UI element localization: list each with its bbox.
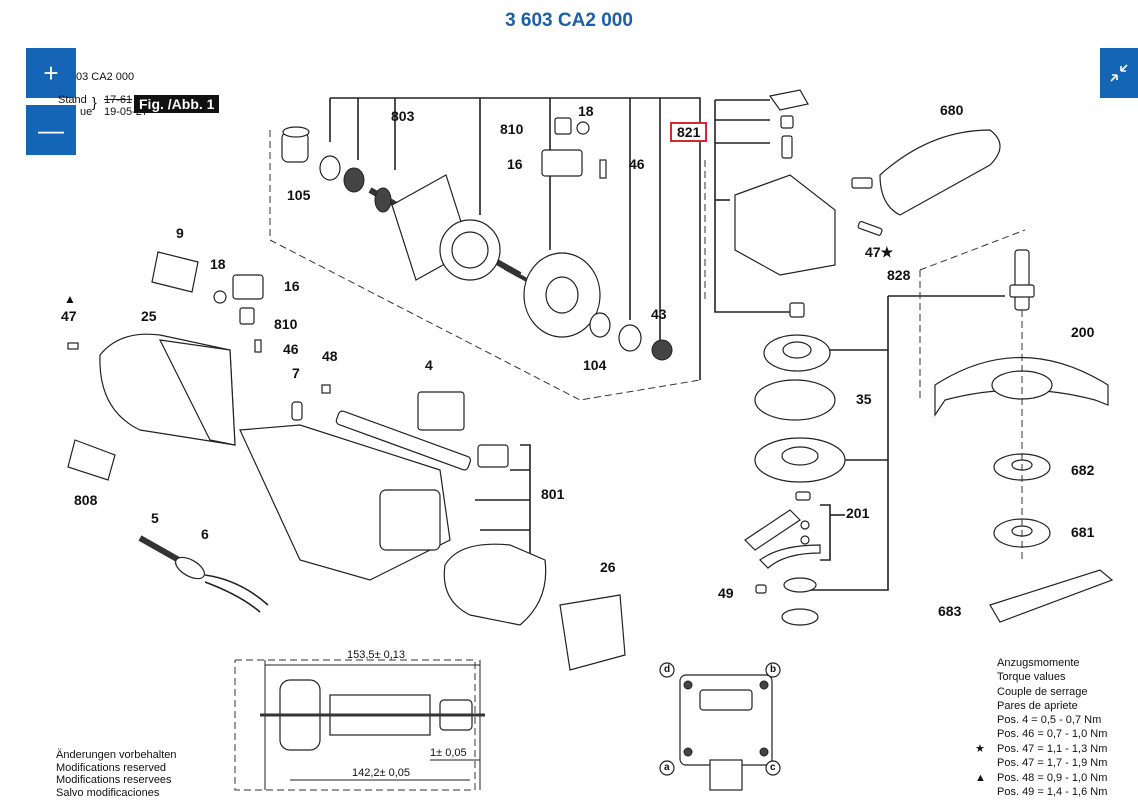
- corner-label-c: c: [770, 762, 776, 773]
- callout-682: 682: [1071, 462, 1095, 478]
- stator: [443, 543, 626, 671]
- callout-49: 49: [718, 585, 734, 601]
- torque-row: Pos. 46 = 0,7 - 1,0 Nm: [975, 727, 1107, 741]
- callout-681: 681: [1071, 524, 1095, 540]
- callout-48: 48: [322, 348, 338, 364]
- auxiliary-handle: [851, 129, 1001, 236]
- modification-notes: Änderungen vorbehalten Modifications res…: [56, 749, 176, 799]
- callout-26: 26: [600, 559, 616, 575]
- note-line: Änderungen vorbehalten: [56, 749, 177, 761]
- callout-201: 201: [846, 505, 870, 521]
- callout-821-highlighted[interactable]: 821: [670, 122, 708, 142]
- callout-6: 6: [201, 526, 209, 542]
- torque-value: Pos. 46 = 0,7 - 1,0 Nm: [997, 728, 1108, 741]
- torque-value: Pos. 47 = 1,1 - 1,3 Nm: [997, 742, 1108, 755]
- callout-104: 104: [583, 357, 607, 373]
- armature-group-lines: [269, 97, 701, 401]
- callout-43: 43: [651, 306, 667, 322]
- torque-heading-line: Couple de serrage: [997, 685, 1088, 698]
- gear-housing-801: [239, 384, 531, 581]
- part-number-small: 03 CA2 000: [76, 71, 135, 83]
- torque-row: Pos. 47 = 1,7 - 1,9 Nm: [975, 756, 1107, 770]
- figure-label: Fig. /Abb. 1: [134, 95, 220, 113]
- corner-label-a: a: [664, 762, 670, 773]
- callout-803: 803: [391, 108, 415, 124]
- torque-row: Pos. 49 = 1,4 - 1,6 Nm: [975, 785, 1107, 799]
- stand-label: Stand: [58, 94, 87, 106]
- callout-810: 810: [500, 121, 524, 137]
- callout-801: 801: [541, 486, 565, 502]
- page-title: 3 603 CA2 000: [505, 10, 633, 31]
- triangle-marker-icon: ▲: [64, 292, 76, 306]
- minus-icon: —: [38, 114, 64, 145]
- callout-5: 5: [151, 510, 159, 526]
- callout-4: 4: [425, 357, 433, 373]
- callout-200: 200: [1071, 324, 1095, 340]
- torque-heading-line: Pares de apriete: [997, 700, 1078, 713]
- torque-row: ★ Pos. 47 = 1,1 - 1,3 Nm: [975, 742, 1107, 756]
- armature-dimension-detail: [234, 659, 485, 791]
- dimension-core-length: 142,2± 0,05: [352, 767, 411, 779]
- star-marker-icon: ★: [975, 742, 985, 755]
- callout-828: 828: [887, 267, 911, 283]
- brush-holder-left: [213, 274, 264, 353]
- note-line: Modifications reserved: [56, 761, 167, 774]
- torque-value: Pos. 4 = 0,5 - 0,7 Nm: [997, 714, 1102, 726]
- collapse-view-button[interactable]: [1100, 48, 1138, 98]
- collapse-arrows-icon: [1110, 64, 1128, 82]
- callout-18: 18: [210, 256, 226, 272]
- gear-head-group: [704, 89, 836, 318]
- torque-table: Pos. 4 = 0,5 - 0,7 Nm Pos. 46 = 0,7 - 1,…: [975, 713, 1107, 799]
- brace-symbol: }: [92, 94, 97, 110]
- corner-label-b: b: [770, 664, 777, 675]
- callout-25: 25: [141, 308, 157, 324]
- corner-label-d: d: [664, 664, 671, 675]
- issue-label: ue: [80, 106, 93, 118]
- torque-value: Pos. 48 = 0,9 - 1,0 Nm: [997, 771, 1108, 784]
- callout-47-triangle: 47: [61, 308, 77, 324]
- brush-holder-top: [541, 117, 607, 179]
- gear-head-bottom-view: [659, 662, 781, 791]
- bearing-sleeve-105: [281, 126, 365, 193]
- fan-baffle: [523, 252, 673, 361]
- callout-105: 105: [287, 187, 311, 203]
- callout-16: 16: [507, 156, 523, 172]
- zoom-out-button[interactable]: —: [26, 105, 76, 155]
- motor-housing-25: [67, 251, 236, 481]
- triangle-marker-icon: ▲: [975, 771, 986, 784]
- callout-46: 46: [283, 341, 299, 357]
- dimension-overall-length: 153,5± 0,13: [347, 649, 406, 661]
- torque-row: Pos. 4 = 0,5 - 0,7 Nm: [975, 713, 1107, 727]
- callout-35: 35: [856, 391, 872, 407]
- callout-683: 683: [938, 603, 962, 619]
- note-line: Modifications reservees: [56, 774, 172, 786]
- callout-9: 9: [176, 225, 184, 241]
- callout-47-star: 47★: [865, 244, 894, 260]
- callout-18: 18: [578, 103, 594, 119]
- dimension-tolerance: 1± 0,05: [430, 747, 467, 759]
- torque-value: Pos. 47 = 1,7 - 1,9 Nm: [997, 757, 1108, 770]
- torque-heading-line: Torque values: [997, 671, 1066, 684]
- guard-and-flanges: [934, 249, 1114, 623]
- callout-680: 680: [940, 102, 964, 118]
- zoom-in-button[interactable]: +: [26, 48, 76, 98]
- armature: [368, 174, 546, 292]
- callout-46: 46: [629, 156, 645, 172]
- torque-row: ▲ Pos. 48 = 0,9 - 1,0 Nm: [975, 771, 1107, 785]
- plus-icon: +: [43, 57, 59, 88]
- callout-16: 16: [284, 278, 300, 294]
- torque-heading: Anzugsmomente Torque values Couple de se…: [997, 656, 1088, 714]
- power-cable: [138, 535, 269, 613]
- callout-7: 7: [292, 365, 300, 381]
- torque-value: Pos. 49 = 1,4 - 1,6 Nm: [997, 786, 1108, 799]
- torque-heading-line: Anzugsmomente: [997, 657, 1080, 669]
- callout-808: 808: [74, 492, 98, 508]
- callout-810: 810: [274, 316, 298, 332]
- spindle-group-828: [744, 229, 1026, 626]
- note-line: Salvo modificaciones: [56, 786, 160, 799]
- stand-date: 17-61: [104, 94, 133, 106]
